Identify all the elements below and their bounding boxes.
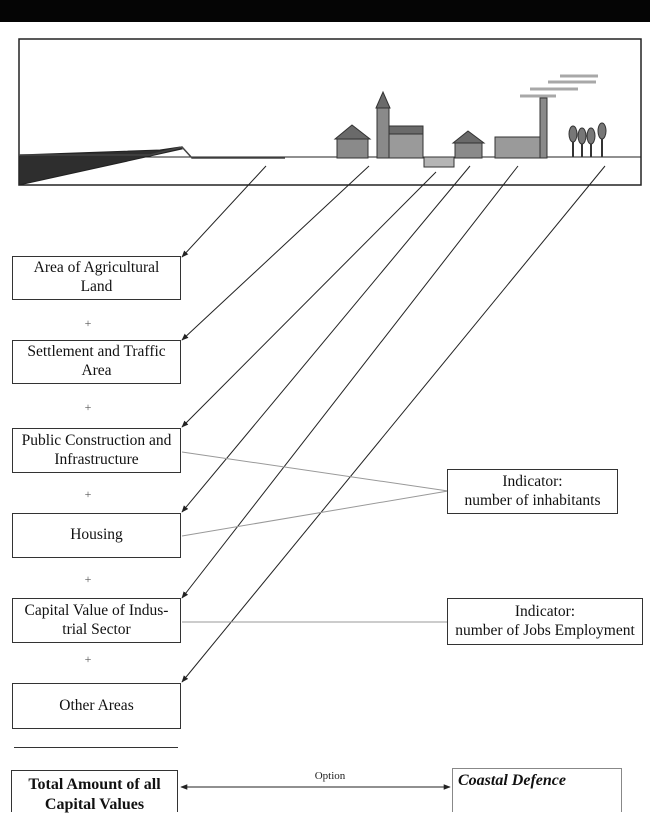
plus-sign: +: [84, 487, 92, 501]
arrow-settlement: [181, 165, 370, 341]
trees: [568, 122, 607, 157]
box-other-areas: Other Areas: [12, 683, 181, 729]
small-house: [451, 130, 486, 159]
connector-public-inhabitants: [181, 451, 449, 492]
sum-separator-line: [14, 747, 178, 748]
plus-sign: +: [84, 572, 92, 586]
box-industrial-sector: Capital Value of Indus-trial Sector: [12, 598, 181, 643]
indicator-jobs-title: Indicator:: [514, 602, 576, 620]
plus-sign: +: [84, 316, 92, 330]
dike-line: [19, 146, 285, 159]
plus-sign: +: [84, 652, 92, 666]
indicator-jobs-text: number of Jobs Employment: [455, 621, 635, 639]
plus-sign: +: [84, 400, 92, 414]
indicator-inhabitants-text: number of inhabitants: [464, 491, 601, 509]
arrow-public: [181, 171, 437, 428]
total-capital-values-box: Total Amount of all Capital Values: [11, 770, 178, 813]
arrow-industrial: [181, 165, 519, 599]
coastal-defence-box: Coastal Defence: [452, 768, 622, 812]
church-building: [375, 90, 424, 159]
option-label: Option: [314, 770, 346, 782]
canal: [423, 156, 455, 168]
box-public-construction: Public Construction and Infrastructure: [12, 428, 181, 473]
factory-building: [494, 74, 598, 159]
box-agricultural-land: Area of Agricultural Land: [12, 256, 181, 300]
house-building: [333, 124, 372, 159]
arrow-other: [181, 165, 606, 683]
top-black-bar: [0, 0, 650, 22]
indicator-inhabitants: Indicator: number of inhabitants: [447, 469, 618, 514]
arrow-housing: [181, 165, 471, 513]
arrow-agricultural: [181, 165, 267, 258]
indicator-jobs: Indicator: number of Jobs Employment: [447, 598, 643, 645]
indicator-inhabitants-title: Indicator:: [502, 472, 563, 490]
connector-housing-inhabitants: [181, 490, 449, 537]
box-settlement-traffic: Settlement and Traffic Area: [12, 340, 181, 384]
box-housing: Housing: [12, 513, 181, 558]
